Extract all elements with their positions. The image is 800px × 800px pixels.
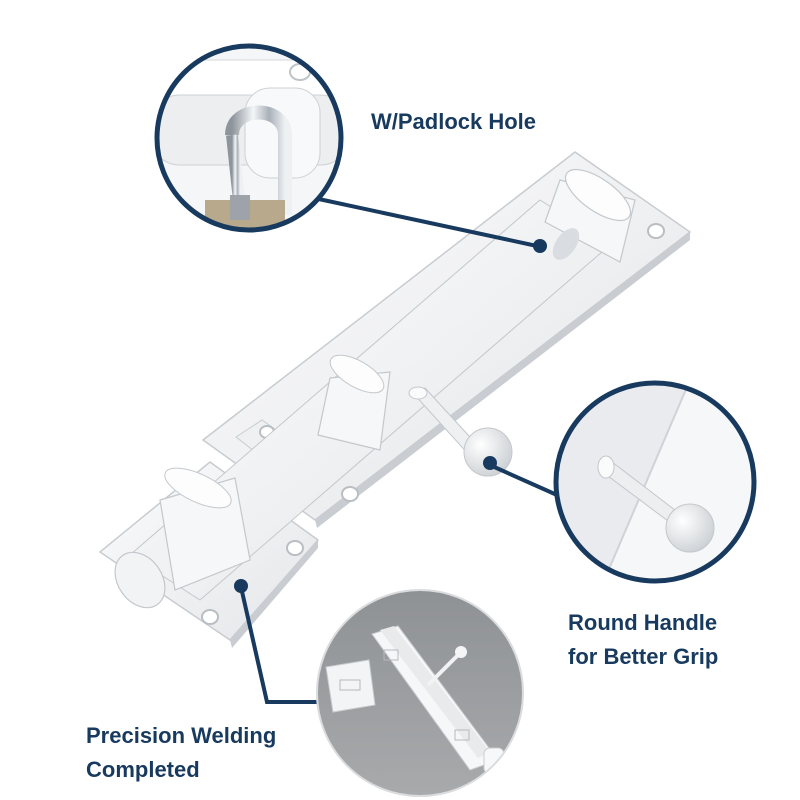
screw-hole xyxy=(201,609,219,625)
padlock-zoom-circle xyxy=(154,43,344,233)
handle-zoom-circle xyxy=(553,380,757,584)
precision-welding-line2: Completed xyxy=(86,757,200,782)
callout-dot xyxy=(234,579,248,593)
round-handle-label: Round Handle for Better Grip xyxy=(568,606,718,674)
callout-lines xyxy=(239,196,559,704)
padlock-hole-text: W/Padlock Hole xyxy=(371,109,537,134)
precision-welding-line1: Precision Welding xyxy=(86,723,277,748)
screw-hole xyxy=(341,486,359,502)
handle-leader-line xyxy=(490,464,559,497)
padlock-leader-line xyxy=(312,196,539,248)
callout-dot xyxy=(533,239,547,253)
callout-dot xyxy=(483,456,497,470)
product-photo-circle xyxy=(316,589,524,797)
handle-ball xyxy=(463,427,513,477)
screw-hole xyxy=(647,223,665,239)
precision-welding-label: Precision Welding Completed xyxy=(86,719,276,787)
padlock-hole-label: W/Padlock Hole xyxy=(371,105,536,139)
welding-leader-line xyxy=(239,585,320,704)
barrel-bolt-main xyxy=(98,151,692,648)
round-handle-line1: Round Handle xyxy=(568,610,718,635)
bolt-end-cap xyxy=(114,551,166,609)
screw-hole xyxy=(286,540,304,556)
round-handle-line2: for Better Grip xyxy=(568,644,719,669)
